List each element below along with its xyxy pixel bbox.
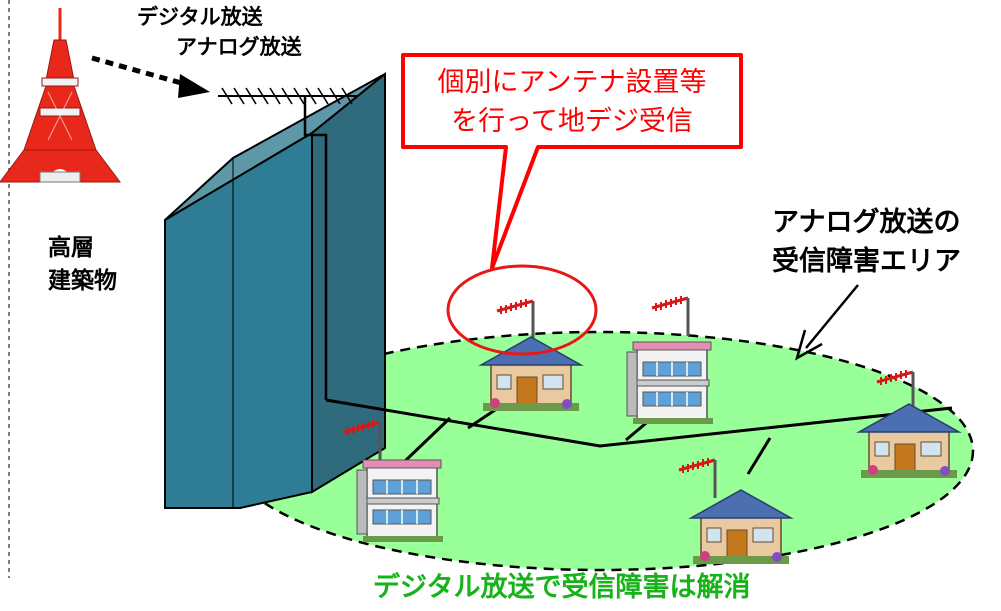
analog-broadcast-label: アナログ放送: [176, 35, 302, 59]
result-caption: デジタル放送で受信障害は解消: [373, 572, 751, 603]
callout-text: 個別にアンテナ設置等 を行って地デジ受信: [403, 55, 741, 147]
tokyo-tower-icon: [0, 8, 121, 183]
callout-line1: 個別にアンテナ設置等: [437, 67, 707, 98]
rooftop-antenna-icon: [218, 87, 358, 105]
callout-balloon: [401, 53, 743, 356]
building-label-line1: 高層: [48, 235, 94, 261]
building-label-line2: 建築物: [48, 268, 117, 295]
callout-line2: を行って地デジ受信: [451, 106, 693, 138]
area-pointer: [794, 284, 859, 361]
high-rise-building: [164, 71, 386, 509]
broadcast-arrow: [91, 55, 210, 98]
interference-area-label: アナログ放送の 受信障害エリア: [772, 203, 961, 281]
apartment-icon: [626, 294, 714, 425]
digital-broadcast-label: デジタル放送: [137, 5, 263, 29]
area-label-line2: 受信障害エリア: [772, 246, 961, 278]
building-label: 高層 建築物: [48, 232, 117, 299]
area-label-line1: アナログ放送の: [772, 207, 961, 238]
